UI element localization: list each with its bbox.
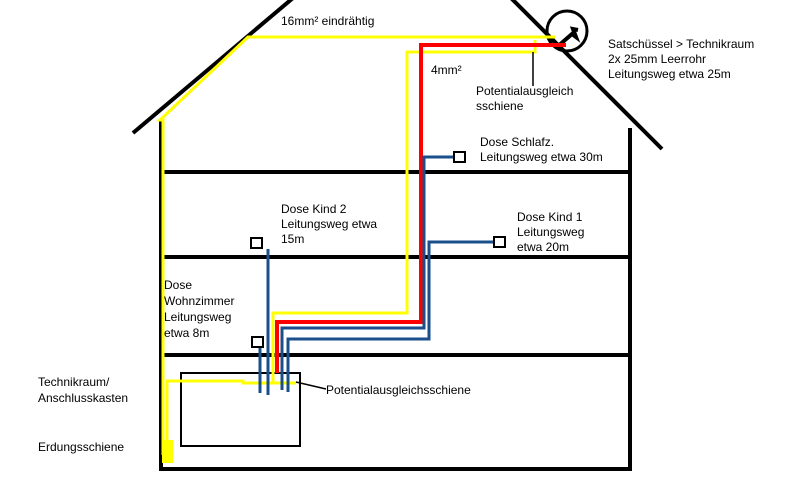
socket-schlafzimmer [453,151,466,163]
label-wohn-4: etwa 8m [164,326,210,340]
erdungsschiene-bar [162,440,173,463]
label-pa-roof-2: sschiene [476,99,524,113]
coax-kind1 [286,240,494,392]
socket-kind1 [493,236,506,248]
label-technikraum: Technikraum/Anschlusskasten [38,374,128,406]
label-erdungsschiene: Erdungsschiene [38,440,125,454]
label-technik-1: Technikraum/ [38,375,110,389]
label-pa-basement: Potentialausgleichsschiene [326,383,471,397]
wire-16mm [156,35,555,455]
label-schlafzimmer: Dose Schlafz.Leitungsweg etwa 30m [480,135,603,165]
label-16mm: 16mm² eindrähtig [281,14,375,28]
roof-left [131,0,294,135]
label-kind1-3: etwa 20m [517,240,570,254]
dish-icon [545,9,589,53]
label-schlafz-1: Dose Schlafz. [480,135,555,149]
sockets [250,151,506,348]
wire-basement-ground [165,379,296,445]
coax-schlafzimmer [280,155,454,390]
label-kind1-1: Dose Kind 1 [517,210,583,224]
roof-right [510,0,664,151]
socket-wohnzimmer [251,336,264,348]
dish-lnb [555,26,581,49]
satellite-dish [545,9,589,53]
coax-cables [258,155,494,395]
wire-red [275,43,566,373]
socket-kind2 [250,237,263,249]
label-kind1-2: Leitungsweg [517,225,585,239]
label-wohn-2: Wohnzimmer [164,294,235,308]
label-kind2-2: Leitungsweg etwa [281,217,378,231]
label-sat-3: Leitungsweg etwa 25m [608,67,731,81]
label-kind2-1: Dose Kind 2 [281,202,347,216]
label-schlafz-2: Leitungsweg etwa 30m [480,150,603,164]
house-structure [131,0,664,471]
wire-4mm [271,40,537,382]
label-wohn-3: Leitungsweg [164,310,232,324]
label-pa-roof-1: Potentialausgleich [476,84,574,98]
label-sat-2: 2x 25mm Leerrohr [608,52,707,66]
label-sat-1: Satschüssel > Technikraum [608,37,755,51]
label-wohn-1: Dose [164,278,193,292]
label-kind2-3: 15m [281,232,305,246]
label-technik-2: Anschlusskasten [38,391,129,405]
technikraum-box [180,372,301,447]
pointer-pa-basement [295,381,327,390]
label-4mm: 4mm² [431,63,462,77]
